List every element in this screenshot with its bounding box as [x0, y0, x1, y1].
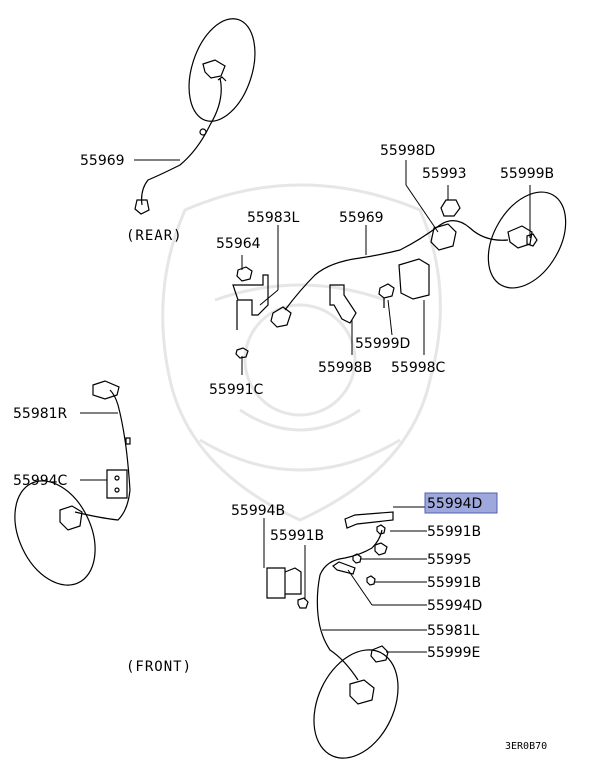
label-55991B-upper[interactable]: 55991B	[427, 524, 481, 540]
label-55981R[interactable]: 55981R	[13, 406, 68, 422]
front-right-sensor-assembly	[14, 380, 131, 586]
label-55964[interactable]: 55964	[216, 236, 261, 252]
label-55991B-left[interactable]: 55991B	[270, 528, 324, 544]
caption-front: (FRONT)	[126, 659, 192, 675]
label-55998C[interactable]: 55998C	[391, 360, 446, 376]
label-55981L[interactable]: 55981L	[427, 623, 480, 639]
label-55995[interactable]: 55995	[427, 552, 472, 568]
watermark-logo	[161, 183, 442, 522]
label-55991C[interactable]: 55991C	[209, 382, 264, 398]
front-left-sensor-assembly	[266, 511, 399, 759]
label-55983L[interactable]: 55983L	[247, 210, 300, 226]
label-55994D[interactable]: 55994D	[427, 598, 482, 614]
rear-right-harness-assembly	[232, 191, 567, 359]
label-55991B-lower[interactable]: 55991B	[427, 575, 481, 591]
drawing-code: 3ER0B70	[505, 741, 547, 752]
leader-lines	[80, 159, 531, 653]
part-labels: 55969 55998D 55993 55999B 55983L 55969 5…	[13, 143, 554, 661]
label-55994C[interactable]: 55994C	[13, 473, 68, 489]
rear-left-sensor-assembly	[134, 18, 256, 215]
highlight-box	[424, 492, 498, 514]
label-55969-rear[interactable]: 55969	[80, 153, 125, 169]
label-55999B[interactable]: 55999B	[500, 166, 554, 182]
label-55969[interactable]: 55969	[339, 210, 384, 226]
label-55999E[interactable]: 55999E	[427, 645, 480, 661]
label-55994D-highlighted[interactable]: 55994D	[427, 496, 482, 512]
label-55998B[interactable]: 55998B	[318, 360, 372, 376]
label-55999D[interactable]: 55999D	[355, 336, 410, 352]
caption-rear: (REAR)	[126, 228, 183, 244]
label-55994B[interactable]: 55994B	[231, 503, 285, 519]
label-55998D[interactable]: 55998D	[380, 143, 435, 159]
label-55993[interactable]: 55993	[422, 166, 467, 182]
